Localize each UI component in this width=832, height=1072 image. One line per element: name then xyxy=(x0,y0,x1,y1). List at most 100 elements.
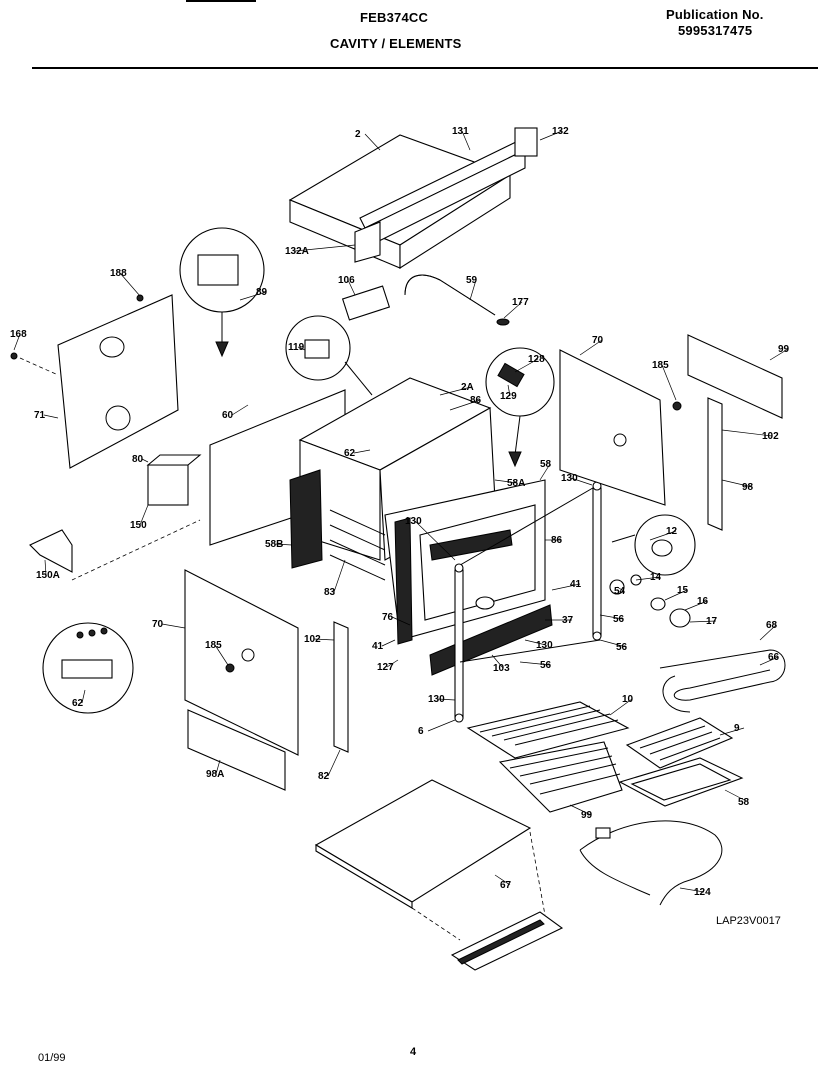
part-number-label: 62 xyxy=(72,698,84,709)
callout-leader-line xyxy=(664,589,688,601)
callout-leader-line xyxy=(119,272,141,297)
part-number-label: 9 xyxy=(734,723,740,734)
part-number-label: 54 xyxy=(614,586,626,597)
footer-page-number: 4 xyxy=(410,1046,417,1058)
callout-leader-line xyxy=(759,656,779,666)
part-number-label: 132A xyxy=(285,246,309,257)
callout-leader-line xyxy=(579,339,603,356)
callout-leader-line xyxy=(215,759,221,775)
part-number-label: 86 xyxy=(470,395,482,406)
callout-leader-line xyxy=(313,638,335,641)
part-number-label: 58 xyxy=(540,459,552,470)
callout-leader-line xyxy=(161,623,186,629)
callout-leader-line xyxy=(44,559,47,576)
callout-leader-line xyxy=(539,130,563,141)
part-number-label: 130 xyxy=(536,640,553,651)
part-number-label: 89 xyxy=(256,287,268,298)
callout-leader-line xyxy=(43,414,59,419)
callout-leader-line xyxy=(570,477,593,486)
callout-leader-line xyxy=(721,479,753,488)
part-number-label: 15 xyxy=(677,585,689,596)
part-number-label: 6 xyxy=(418,726,424,737)
callout-leader-line xyxy=(519,661,551,666)
part-number-label: 58 xyxy=(738,797,750,808)
callout-leader-line xyxy=(139,504,149,526)
part-number-label: 70 xyxy=(152,619,164,630)
part-number-label: 106 xyxy=(338,275,355,286)
callout-leader-line xyxy=(141,458,149,463)
part-number-label: 80 xyxy=(132,454,144,465)
callout-leader-line xyxy=(539,463,551,481)
part-number-label: 14 xyxy=(650,572,662,583)
callout-leader-line xyxy=(616,586,625,592)
part-number-label: 98A xyxy=(206,769,224,780)
callout-leader-line xyxy=(689,620,717,623)
part-number-label: 132 xyxy=(552,126,569,137)
detail-circle-119 xyxy=(285,315,373,396)
top-partial-rule xyxy=(186,0,256,2)
publication-label: Publication No. xyxy=(666,7,764,22)
part-number-label: 12 xyxy=(666,526,678,537)
part-number-label: 177 xyxy=(512,297,529,308)
part-number-label: 16 xyxy=(697,596,709,607)
part-number-label: 67 xyxy=(500,880,512,891)
part-number-label: 102 xyxy=(762,431,779,442)
vent-duct-part xyxy=(341,274,510,326)
part-number-label: 103 xyxy=(493,663,510,674)
callout-leader-line xyxy=(327,749,341,777)
callout-leader-line xyxy=(503,301,523,319)
callout-leader-line xyxy=(297,346,306,351)
header-rule xyxy=(32,67,818,69)
callout-leader-line xyxy=(381,639,396,647)
callout-leader-line xyxy=(724,789,749,803)
top-cover-part xyxy=(288,127,538,270)
part-number-label: 130 xyxy=(428,694,445,705)
broil-element xyxy=(659,649,786,713)
callout-leader-line xyxy=(507,384,511,397)
callout-leader-line xyxy=(347,279,356,296)
footer-date: 01/99 xyxy=(38,1052,66,1064)
part-number-label: 66 xyxy=(768,652,780,663)
part-number-label: 127 xyxy=(377,662,394,673)
callout-leader-line xyxy=(494,479,518,484)
part-number-label: 130 xyxy=(405,516,422,527)
broil-pan xyxy=(618,757,744,807)
callout-leader-line xyxy=(231,404,249,416)
bake-element xyxy=(579,820,723,906)
part-number-label: 150A xyxy=(36,570,60,581)
callout-leader-line xyxy=(353,449,371,454)
part-number-label: 76 xyxy=(382,612,394,623)
callout-leader-line xyxy=(609,698,633,716)
callout-leader-line xyxy=(439,386,472,396)
callout-leader-line xyxy=(649,530,677,541)
right-side-panel xyxy=(559,334,783,531)
detail-circle-12 xyxy=(611,514,696,576)
callout-leader-line xyxy=(635,576,661,581)
callout-leader-line xyxy=(449,399,481,411)
oven-rack-lower xyxy=(498,741,623,813)
part-number-label: 130 xyxy=(561,473,578,484)
callout-leader-line xyxy=(599,614,624,620)
part-number-label: 68 xyxy=(766,620,778,631)
part-number-label: 82 xyxy=(318,771,330,782)
part-number-label: 128 xyxy=(528,354,545,365)
part-number-label: 58A xyxy=(507,478,525,489)
callout-leader-line xyxy=(684,600,708,611)
callout-leader-line xyxy=(469,279,477,301)
part-number-label: 188 xyxy=(110,268,127,279)
transformer-part xyxy=(29,454,202,581)
oven-rack-upper xyxy=(466,701,630,759)
part-number-label: 2A xyxy=(461,382,474,393)
callout-leader-line xyxy=(679,887,705,893)
part-number-label: 60 xyxy=(222,410,234,421)
broil-pan-insert xyxy=(625,717,734,769)
callout-leader-line xyxy=(294,244,356,252)
part-number-label: 37 xyxy=(562,615,574,626)
left-lower-panel xyxy=(184,569,349,791)
callout-leader-line xyxy=(414,520,456,561)
callout-leader-line xyxy=(719,727,745,736)
callout-leader-line xyxy=(721,429,773,437)
